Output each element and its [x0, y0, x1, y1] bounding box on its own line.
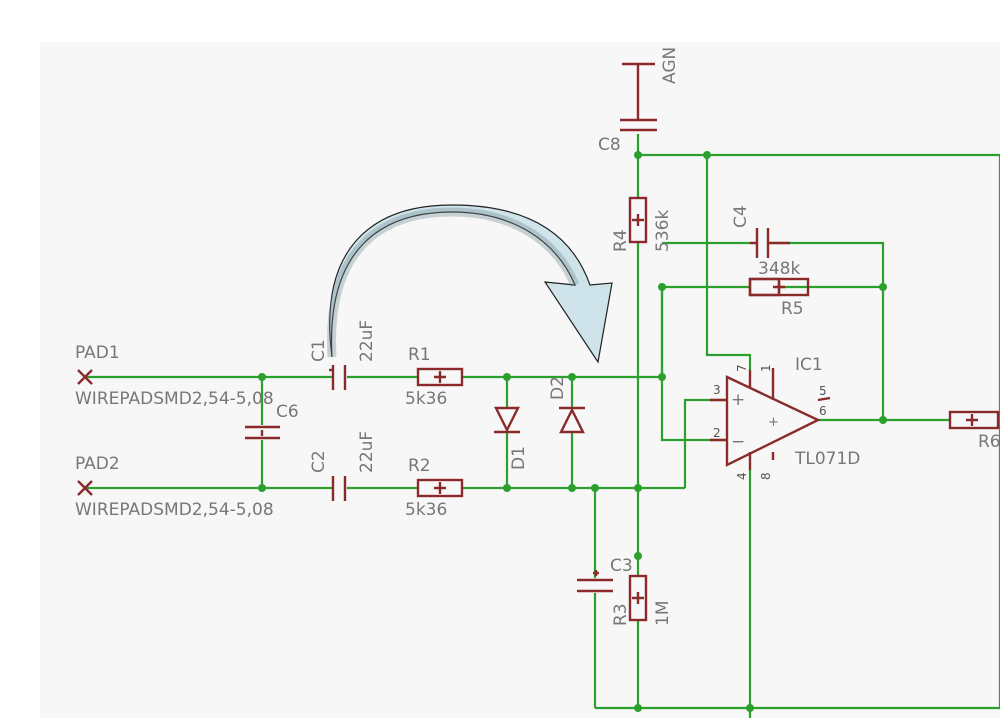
capacitor-c1[interactable] — [329, 365, 347, 390]
pin-2-label: 2 — [713, 426, 721, 440]
resistor-r5[interactable] — [748, 277, 810, 297]
r1-value-label: 5k36 — [405, 389, 447, 409]
capacitor-c2[interactable] — [331, 476, 347, 501]
pad2-package-label: WIREPADSMD2,54-5,08 — [75, 500, 274, 520]
opamp-ic1[interactable] — [710, 368, 831, 470]
ic1-label: IC1 — [795, 355, 823, 375]
resistor-r6[interactable] — [948, 410, 1000, 430]
c2-label: C2 — [309, 450, 329, 473]
r6-label: R6 — [978, 432, 1000, 452]
resistor-r3[interactable] — [628, 574, 648, 622]
opamp-center-plus: + — [768, 415, 779, 430]
r5-value-label: 348k — [758, 259, 800, 279]
r2-label: R2 — [408, 456, 431, 476]
r5-label: R5 — [781, 299, 804, 319]
r2-value-label: 5k36 — [405, 500, 447, 520]
d2-label: D2 — [548, 376, 568, 400]
d1-label: D1 — [509, 446, 529, 470]
pin-7-label: 7 — [735, 364, 749, 372]
pin-3-label: 3 — [713, 383, 721, 397]
junctions — [258, 151, 887, 712]
pad2-label: PAD2 — [75, 454, 120, 474]
resistor-r4[interactable] — [628, 196, 648, 244]
r3-value-label: 1M — [653, 601, 673, 626]
diode-d2[interactable] — [559, 406, 585, 434]
capacitor-c6[interactable] — [245, 425, 280, 440]
r3-label: R3 — [611, 603, 631, 626]
resistor-r2[interactable] — [416, 478, 464, 498]
pin-6-label: 6 — [819, 404, 827, 418]
ic1-part-label: TL071D — [794, 449, 860, 469]
pin-5-label: 5 — [819, 384, 827, 398]
schematic-sheet — [40, 42, 1000, 718]
capacitor-c8[interactable] — [620, 64, 657, 132]
curved-arrow-annotation — [327, 204, 613, 364]
c1-value-label: 22uF — [357, 320, 377, 362]
pad1-package-label: WIREPADSMD2,54-5,08 — [75, 389, 274, 409]
c1-label: C1 — [309, 339, 329, 362]
c2-value-label: 22uF — [357, 431, 377, 473]
capacitor-c4[interactable] — [750, 228, 790, 258]
c4-label: C4 — [731, 205, 751, 228]
pin-1-label: 1 — [759, 364, 773, 372]
pad2-symbol[interactable] — [77, 480, 93, 496]
pin-4-label: 4 — [735, 472, 749, 480]
c6-label: C6 — [276, 402, 299, 422]
resistor-r1[interactable] — [416, 367, 464, 387]
agnd-label: AGN — [660, 47, 680, 84]
pad1-symbol[interactable] — [77, 369, 93, 385]
r1-label: R1 — [408, 345, 431, 365]
opamp-plus-sign: + — [731, 390, 745, 410]
r4-value-label: 536k — [653, 210, 673, 252]
diode-d1[interactable] — [494, 406, 520, 434]
capacitor-c3[interactable] — [577, 570, 613, 593]
pin-8-label: 8 — [759, 472, 773, 480]
r4-label: R4 — [611, 229, 631, 252]
pad1-label: PAD1 — [75, 343, 120, 363]
c3-label: C3 — [610, 556, 633, 576]
c8-label: C8 — [598, 135, 621, 155]
opamp-minus-sign: − — [731, 432, 745, 452]
